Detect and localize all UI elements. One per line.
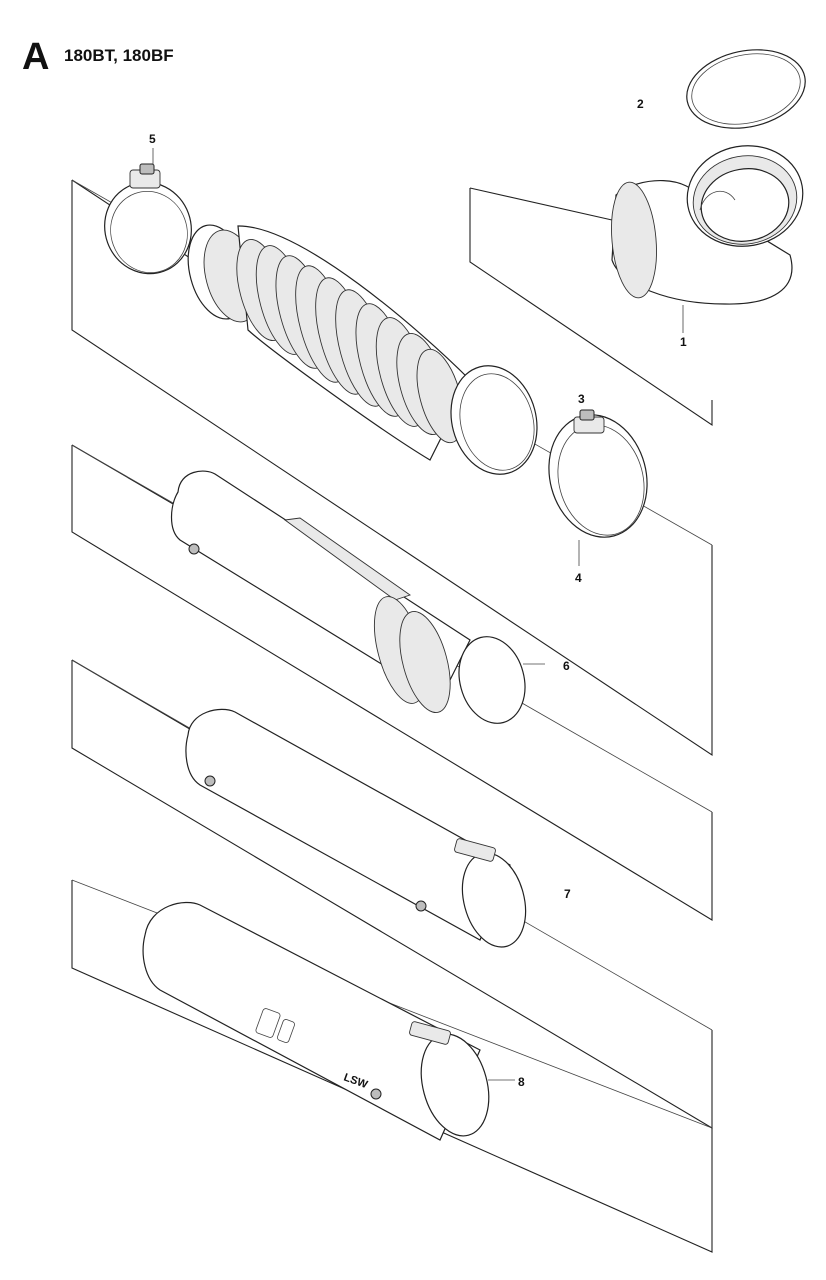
elbow-1 bbox=[611, 145, 804, 305]
callout-5: 5 bbox=[149, 132, 156, 146]
callout-1: 1 bbox=[680, 335, 687, 349]
tube-8: LSW bbox=[142, 901, 490, 1141]
hose-clamp-5 bbox=[104, 163, 192, 275]
assembly-plane-elbow bbox=[469, 187, 713, 427]
tube-7 bbox=[185, 708, 527, 948]
o-ring-2 bbox=[686, 49, 806, 129]
leader-lines bbox=[152, 148, 684, 1081]
callout-7: 7 bbox=[564, 887, 571, 901]
husqvarna-logo-mark bbox=[255, 1008, 295, 1043]
callout-6: 6 bbox=[563, 659, 570, 673]
section-letter: A bbox=[22, 36, 50, 78]
model-title: 180BT, 180BF bbox=[64, 46, 174, 65]
tube-6 bbox=[170, 470, 526, 724]
callout-8: 8 bbox=[518, 1075, 525, 1089]
callout-4: 4 bbox=[575, 571, 582, 585]
callout-3: 3 bbox=[578, 392, 585, 406]
bellows-hose bbox=[187, 224, 538, 475]
callout-2: 2 bbox=[637, 97, 644, 111]
hose-clamp-3-4 bbox=[548, 409, 648, 538]
